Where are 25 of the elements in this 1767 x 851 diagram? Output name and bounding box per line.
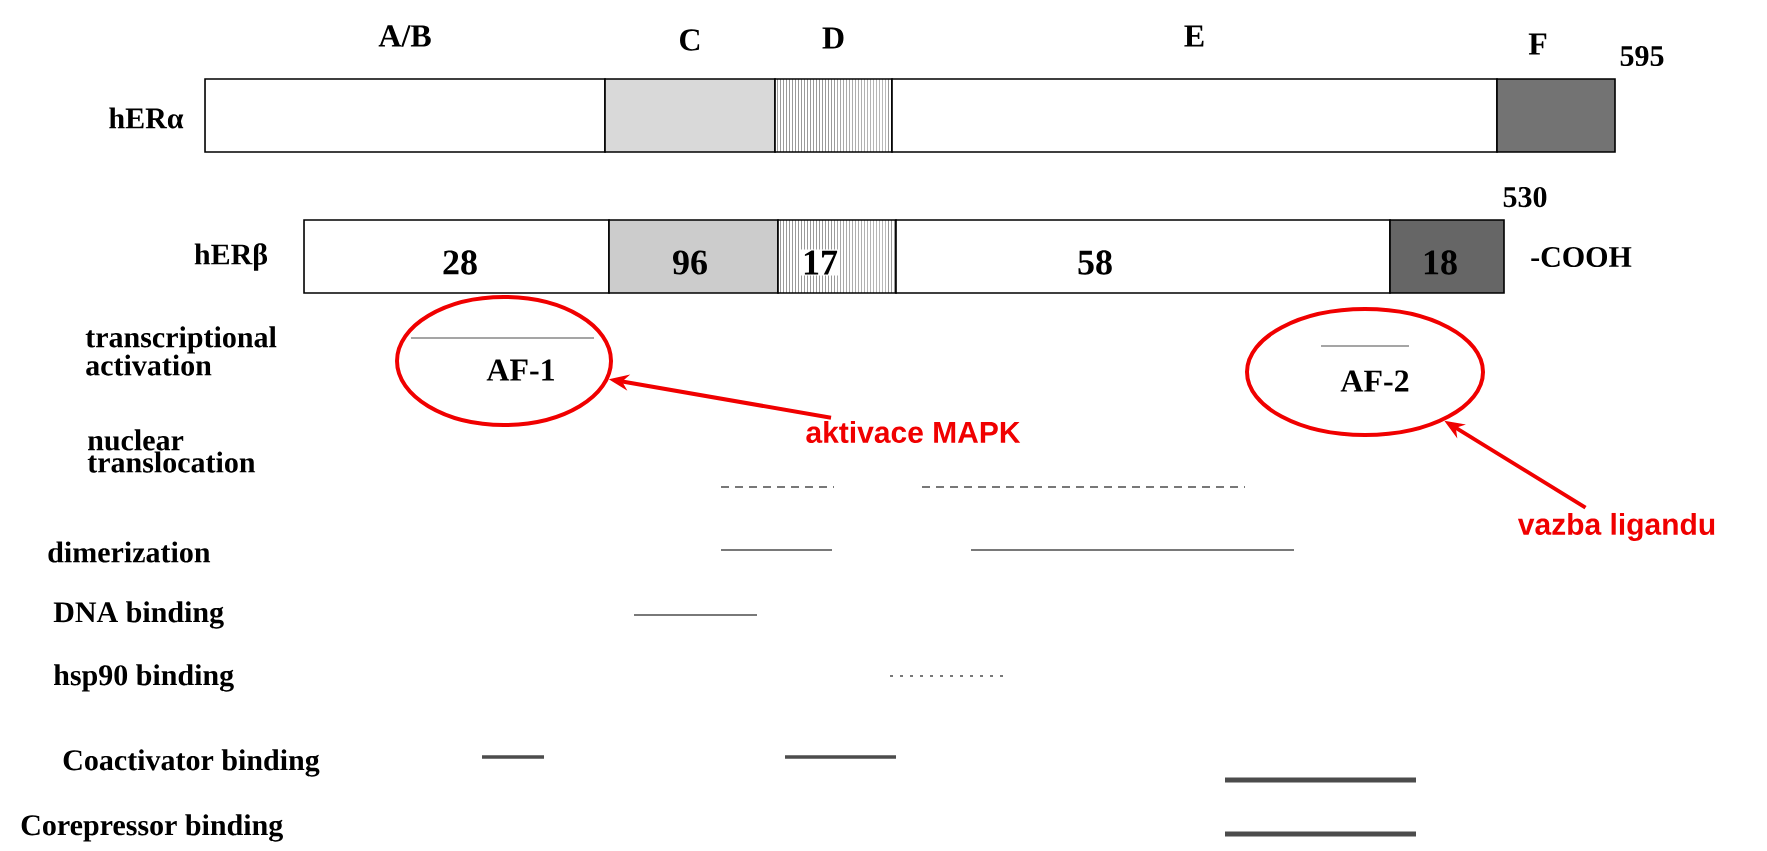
domain-letter: C — [680, 29, 700, 51]
domain-number: 18 — [1424, 250, 1457, 275]
annotation-text: aktivace MAPK — [806, 421, 1021, 443]
end-label: -COOH — [1531, 246, 1632, 268]
row-label: Coactivator binding — [63, 749, 320, 777]
row-label: nuclear translocation — [87, 429, 256, 473]
row-label: hsp90 binding — [53, 664, 234, 692]
domain-letter: E — [1184, 25, 1204, 47]
domain-letter: F — [1528, 33, 1547, 55]
domain-number: 58 — [1078, 250, 1112, 275]
row-label: DNA binding — [53, 601, 224, 629]
end-label: 595 — [1620, 45, 1664, 67]
domain-letter: D — [822, 27, 844, 49]
annotation-text: vazba ligandu — [1517, 512, 1715, 542]
end-label: 530 — [1503, 186, 1547, 208]
row-label: dimerization — [48, 541, 211, 563]
domain-label: AF-1 — [486, 359, 554, 381]
domain-letter: A/B — [378, 25, 431, 47]
protein-label: hERβ — [194, 243, 268, 271]
row-label: transcriptional activation — [85, 326, 277, 376]
domain-number: 28 — [443, 250, 477, 275]
row-label: Corepressor binding — [21, 814, 283, 842]
domain-number: 96 — [673, 250, 707, 275]
domain-number: 17 — [801, 249, 839, 276]
domain-label: AF-2 — [1340, 370, 1409, 392]
